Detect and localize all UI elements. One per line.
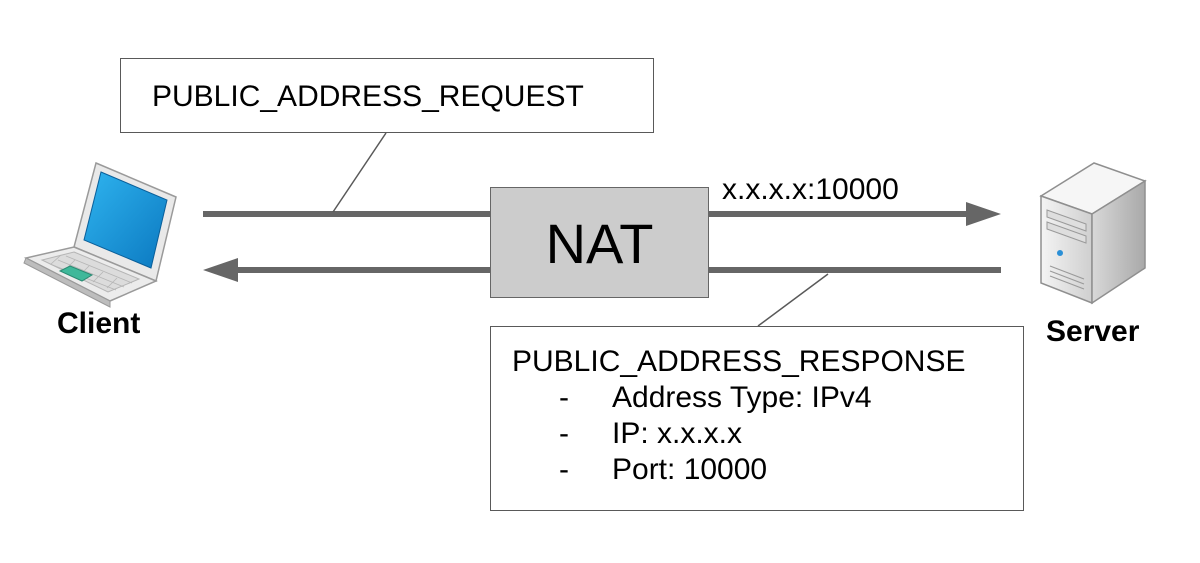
- response-item-port: - Port: 10000: [512, 452, 1023, 488]
- public-address-response-callout: PUBLIC_ADDRESS_RESPONSE - Address Type: …: [490, 326, 1024, 511]
- nat-box: NAT: [490, 187, 709, 298]
- response-item-address-type: - Address Type: IPv4: [512, 380, 1023, 416]
- response-item-text: Address Type: IPv4: [612, 381, 872, 414]
- server-label: Server: [1046, 315, 1140, 348]
- bullet-dash: -: [559, 417, 569, 450]
- response-item-ip: - IP: x.x.x.x: [512, 416, 1023, 452]
- response-title: PUBLIC_ADDRESS_RESPONSE: [512, 345, 966, 378]
- laptop-icon: [23, 161, 177, 308]
- bullet-dash: -: [559, 453, 569, 486]
- server-tower-icon: [1039, 162, 1147, 305]
- bullet-dash: -: [559, 381, 569, 414]
- request-callout-leader: [332, 132, 387, 213]
- response-arrowhead: [203, 258, 238, 282]
- response-item-text: Port: 10000: [612, 453, 768, 486]
- translated-address-label: x.x.x.x:10000: [722, 173, 899, 206]
- response-item-text: IP: x.x.x.x: [612, 417, 743, 450]
- client-label: Client: [57, 307, 141, 340]
- request-arrowhead: [966, 202, 1001, 226]
- nat-label: NAT: [545, 212, 654, 275]
- response-callout-leader: [757, 273, 829, 327]
- public-address-request-callout: PUBLIC_ADDRESS_REQUEST: [120, 58, 654, 133]
